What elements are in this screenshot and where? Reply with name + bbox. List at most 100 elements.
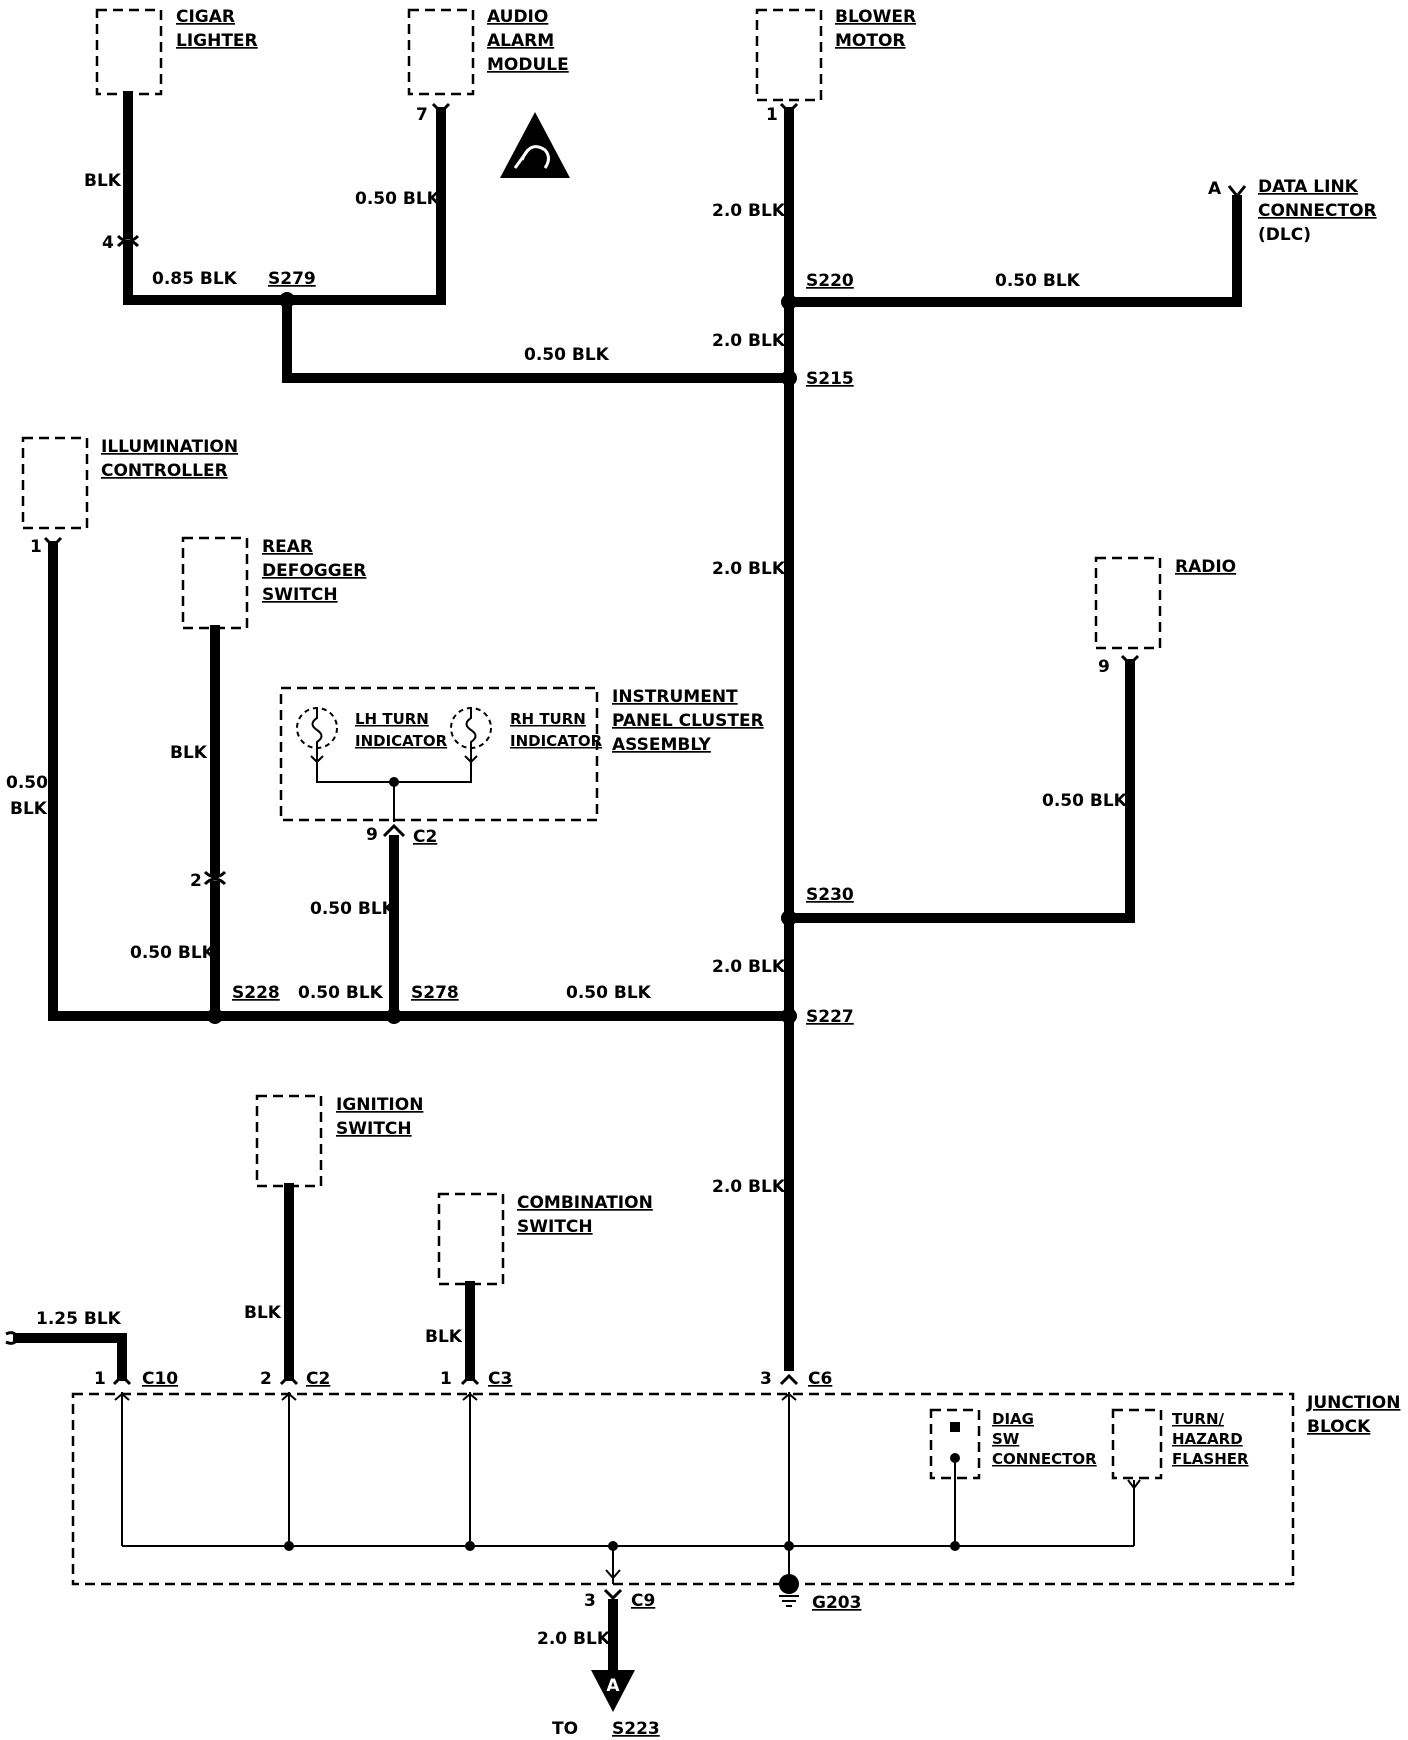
pin-radio: 9 [1098, 657, 1110, 677]
conn-jb-c10: C10 [142, 1369, 178, 1389]
turn-hazard-flasher-box [1111, 1408, 1163, 1480]
wire-label-s278-s227: 0.50 BLK [566, 983, 652, 1003]
splice-label-s215: S215 [806, 369, 854, 389]
splice-label-s278: S278 [411, 983, 459, 1003]
label-audio-alarm-3: MODULE [487, 55, 569, 75]
label-blower-motor-1: BLOWER [835, 7, 916, 27]
rear-defogger-switch-box [181, 536, 249, 630]
label-dlc-3: (DLC) [1258, 225, 1311, 245]
label-rh-turn-1: RH TURN [510, 710, 586, 728]
label-illumination-1: ILLUMINATION [101, 437, 238, 457]
wire-label-left-125: 1.25 BLK [36, 1309, 122, 1329]
label-dlc-2: CONNECTOR [1258, 201, 1377, 221]
label-dlc-1: DATA LINK [1258, 177, 1359, 197]
splice-s227-dot [781, 1008, 797, 1024]
label-flasher-1: TURN/ [1172, 1410, 1225, 1428]
label-blower-motor-2: MOTOR [835, 31, 906, 51]
wire-label-dlc-050: 0.50 BLK [995, 271, 1081, 291]
esd-warning-icon [500, 112, 570, 178]
wire-label-defog-blk: BLK [170, 743, 208, 763]
label-audio-alarm-2: ALARM [487, 31, 554, 51]
label-radio: RADIO [1175, 557, 1236, 577]
pin-jb-c6: 3 [760, 1369, 772, 1389]
label-cigar-lighter-1: CIGAR [176, 7, 235, 27]
wire-label-s279-s215: 0.50 BLK [524, 345, 610, 365]
ignition-switch-box [255, 1094, 323, 1188]
label-illumination-2: CONTROLLER [101, 461, 228, 481]
label-flasher-3: FLASHER [1172, 1450, 1249, 1468]
junction-block-box [71, 1392, 1295, 1586]
splice-label-s228: S228 [232, 983, 280, 1003]
junction-block-internals [114, 1392, 1141, 1607]
label-rear-defogger-3: SWITCH [262, 585, 338, 605]
splice-label-s227: S227 [806, 1007, 854, 1027]
conn-cluster-c2: C2 [413, 827, 437, 847]
ground-label-g203: G203 [812, 1593, 861, 1613]
connector-symbols [5, 102, 1247, 1601]
wire-label-combination-blk: BLK [425, 1327, 463, 1347]
wire-label-radio-050: 0.50 BLK [1042, 791, 1128, 811]
conn-jb-c6: C6 [808, 1369, 832, 1389]
pin-cigar: 4 [102, 233, 114, 253]
label-cigar-lighter-2: LIGHTER [176, 31, 258, 51]
wire-label-trunk-20: 2.0 BLK [712, 559, 786, 579]
conn-jb-c2: C2 [306, 1369, 330, 1389]
radio-box [1094, 556, 1162, 650]
wire-label-ignition-blk: BLK [244, 1303, 282, 1323]
splice-s278-dot [386, 1008, 402, 1024]
label-cluster-2: PANEL CLUSTER [612, 711, 764, 731]
wire-label-s220-s215: 2.0 BLK [712, 331, 786, 351]
wire-label-cigar-085: 0.85 BLK [152, 269, 238, 289]
pin-defog: 2 [190, 871, 202, 891]
blower-motor-box [755, 8, 823, 102]
splice-s215-dot [781, 370, 797, 386]
instrument-panel-cluster-box [279, 686, 599, 822]
audio-alarm-module-box [407, 8, 475, 96]
pin-cluster: 9 [366, 825, 378, 845]
splice-s228-dot [207, 1008, 223, 1024]
pin-jb-c3: 1 [440, 1369, 452, 1389]
wire-label-blower-20: 2.0 BLK [712, 201, 786, 221]
cigar-lighter-box [95, 8, 163, 96]
splice-label-s220: S220 [806, 271, 854, 291]
illumination-controller-box [21, 436, 89, 530]
label-cluster-3: ASSEMBLY [612, 735, 712, 755]
pin-illum: 1 [30, 537, 42, 557]
wire-label-defog-050: 0.50 BLK [130, 943, 216, 963]
splice-s279-dot [279, 292, 295, 308]
cluster-internals [296, 707, 492, 822]
offpage-to-target: S223 [612, 1719, 660, 1739]
label-combination-1: COMBINATION [517, 1193, 653, 1213]
label-flasher-2: HAZARD [1172, 1430, 1243, 1448]
pin-blower: 1 [766, 105, 778, 125]
conn-jb-c9: C9 [631, 1591, 655, 1611]
wire-label-s230-s227: 2.0 BLK [712, 957, 786, 977]
label-junction-block-2: BLOCK [1307, 1417, 1371, 1437]
wire-label-output-20: 2.0 BLK [537, 1629, 611, 1649]
offpage-arrow-a [591, 1670, 635, 1712]
label-ignition-2: SWITCH [336, 1119, 412, 1139]
pin-jb-c9: 3 [584, 1591, 596, 1611]
wire-label-lower-trunk: 2.0 BLK [712, 1177, 786, 1197]
conn-jb-c3: C3 [488, 1369, 512, 1389]
label-rear-defogger-2: DEFOGGER [262, 561, 366, 581]
label-diag-2: SW [992, 1430, 1020, 1448]
combination-switch-box [437, 1192, 505, 1286]
offpage-letter: A [606, 1676, 620, 1696]
label-combination-2: SWITCH [517, 1217, 593, 1237]
ground-g203-dot [779, 1574, 799, 1594]
label-audio-alarm-1: AUDIO [487, 7, 548, 27]
label-rh-turn-2: INDICATOR [510, 732, 603, 750]
label-diag-3: CONNECTOR [992, 1450, 1097, 1468]
label-lh-turn-1: LH TURN [355, 710, 429, 728]
diag-sw-connector-box [929, 1408, 981, 1480]
label-cluster-1: INSTRUMENT [612, 687, 738, 707]
label-lh-turn-2: INDICATOR [355, 732, 448, 750]
wire-label-cluster-050: 0.50 BLK [310, 899, 396, 919]
wire-label-audio-050: 0.50 BLK [355, 189, 441, 209]
label-diag-1: DIAG [992, 1410, 1034, 1428]
wire-label-illum-050-1: 0.50 [6, 773, 48, 793]
wire-label-s228-s278: 0.50 BLK [298, 983, 384, 1003]
offpage-to-prefix: TO [552, 1719, 584, 1739]
